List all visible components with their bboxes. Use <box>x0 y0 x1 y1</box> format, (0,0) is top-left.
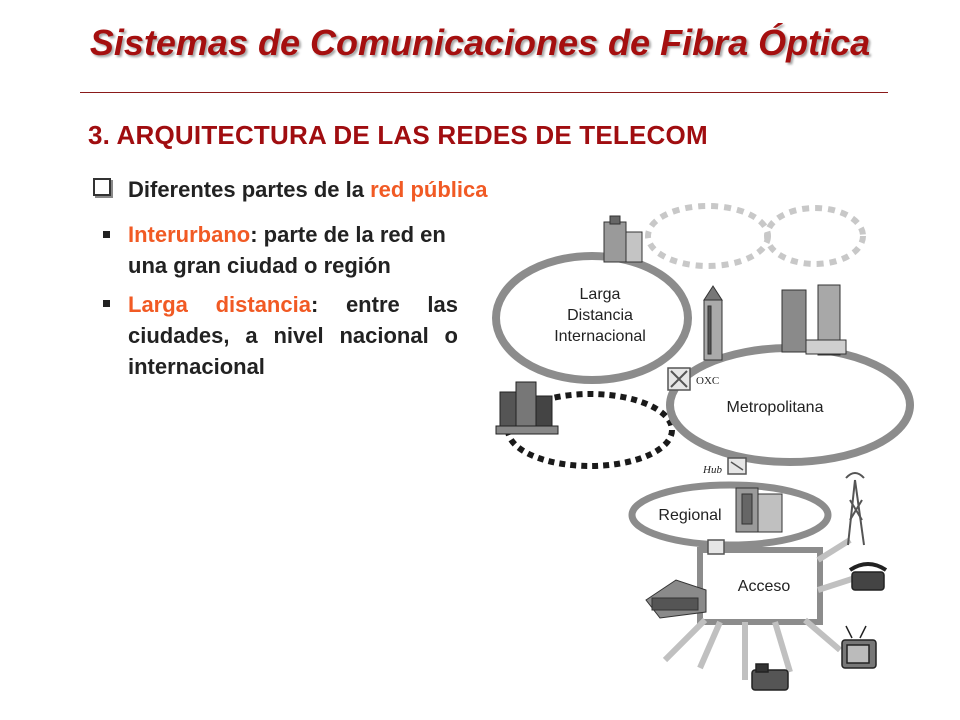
factory-building-icon <box>645 579 707 619</box>
bullet-interurbano: Interurbano: parte de la red en una gran… <box>128 219 478 281</box>
television-icon <box>841 625 877 669</box>
label-larga-3: Internacional <box>554 328 646 345</box>
label-larga-2: Distancia <box>567 307 633 324</box>
square-bullet-icon <box>103 300 110 307</box>
ring-dotted-light-2 <box>764 205 866 267</box>
antenna-tower-icon <box>845 472 865 546</box>
city-cluster-icon <box>495 381 559 435</box>
bullet-larga-term: Larga distancia <box>128 292 311 317</box>
slide-title: Sistemas de Comunicaciones de Fibra Ópti… <box>89 22 871 63</box>
desk-phone-icon <box>751 663 789 691</box>
office-building-icon <box>735 487 783 533</box>
bullet-larga-distancia: Larga distancia: entre las ciudades, a n… <box>128 289 458 382</box>
hub-node-icon <box>727 457 747 475</box>
bullet-main-highlight: red pública <box>370 177 488 202</box>
label-regional: Regional <box>658 507 721 524</box>
access-rays <box>662 537 856 680</box>
ring-dotted-light-1 <box>645 203 771 269</box>
bullet-larga-text: : entre las ciudades, a nivel nacional o… <box>128 292 458 379</box>
bullet-interurbano-text: : parte de la red en una gran ciudad o r… <box>128 222 446 278</box>
telephone-icon <box>848 562 888 591</box>
bullet-main: Diferentes partes de la red pública <box>128 174 487 205</box>
label-oxc: OXC <box>696 375 719 387</box>
square-bullet-icon <box>103 231 110 238</box>
label-hub: Hub <box>702 464 722 476</box>
title-divider <box>80 92 888 93</box>
tower-building-icon <box>703 285 723 361</box>
label-larga-1: Larga <box>580 286 621 303</box>
ring-regional <box>628 481 832 549</box>
oxc-node-icon <box>667 367 691 391</box>
section-heading: 3. ARQUITECTURA DE LAS REDES DE TELECOM <box>88 120 708 150</box>
access-node-icon <box>707 539 725 555</box>
bullet-main-text: Diferentes partes de la <box>128 177 371 202</box>
bullet-interurbano-term: Interurbano <box>128 222 251 247</box>
ring-larga-distancia <box>492 252 692 384</box>
label-metropolitana: Metropolitana <box>727 399 824 416</box>
box-acceso <box>697 547 823 625</box>
label-acceso: Acceso <box>738 578 791 595</box>
skyscraper-pair-icon <box>781 284 847 356</box>
skyscraper-cluster-top-icon <box>603 215 643 263</box>
checkbox-bullet-icon <box>93 178 111 196</box>
